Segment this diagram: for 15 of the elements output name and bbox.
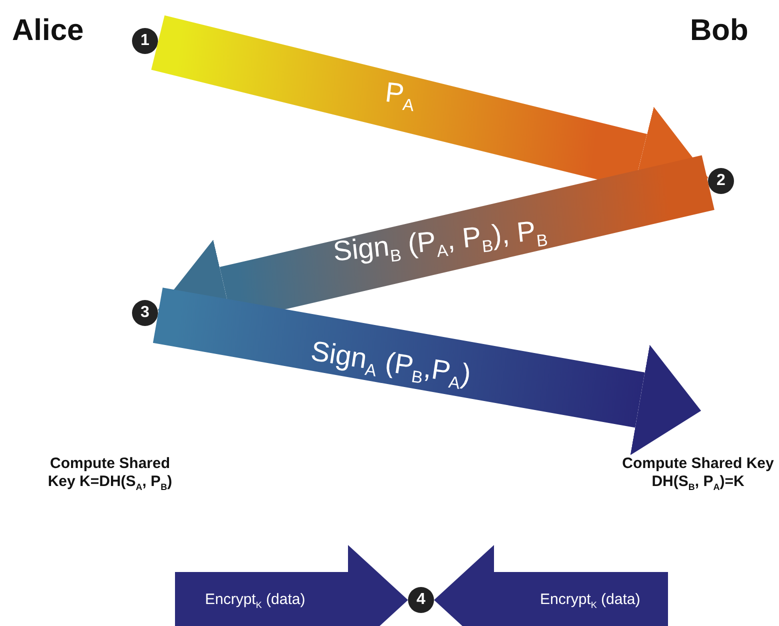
arrow [175,545,408,626]
participant-label: Bob [690,14,748,48]
step-number: 3 [132,300,158,326]
arrow [434,545,668,626]
note-text: Compute Shared Key K=DH(S$_{A}$, P$_{B}$) [46,455,174,494]
participant-label: Alice [12,14,84,48]
edge-label: Encrypt$_{K}$ (data) [540,590,640,610]
edge-label: Sign$_{A}$ (P$_{B}$,P$_{A}$) [308,334,473,395]
arrow [152,288,702,456]
note-text: Compute Shared Key DH(S$_{B}$, P$_{A}$)=K [621,455,775,494]
edge-label: Encrypt$_{K}$ (data) [205,590,306,610]
step-number: 4 [408,587,434,613]
step-number: 1 [132,28,158,54]
step-number: 2 [708,168,734,194]
edge-label: P$_{A}$ [383,76,416,116]
